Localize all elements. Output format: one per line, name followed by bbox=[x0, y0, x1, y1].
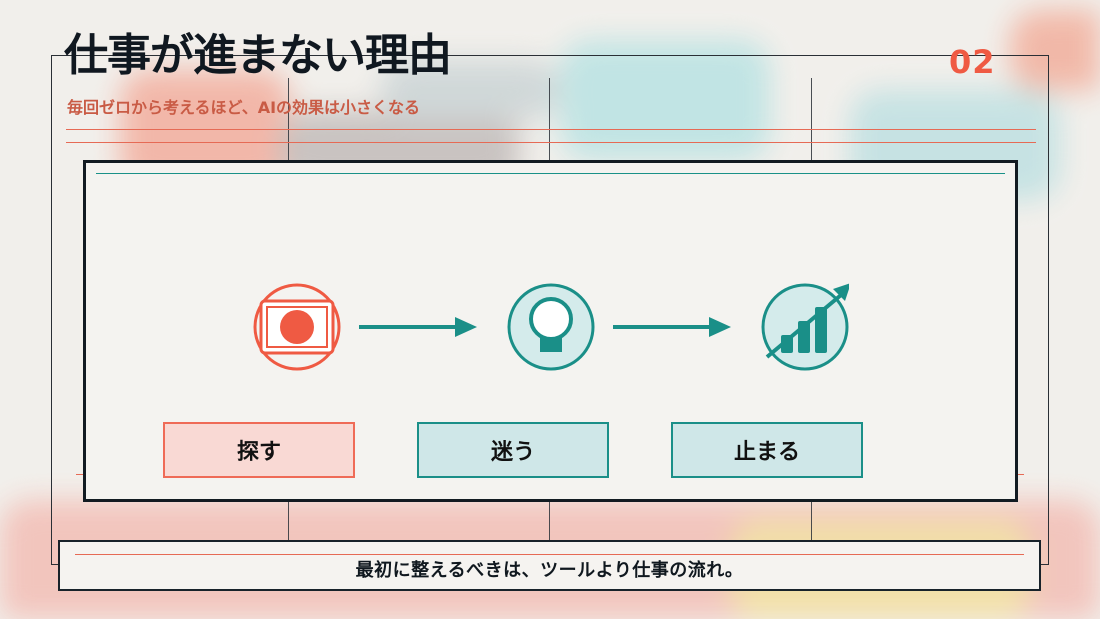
footer-message-box: 最初に整えるべきは、ツールより仕事の流れ。 bbox=[58, 540, 1041, 591]
lightbulb-icon bbox=[507, 283, 595, 371]
card-top-rule bbox=[96, 173, 1005, 174]
process-card: 探す 迷う 止まる bbox=[83, 160, 1018, 502]
flow-arrow-icon bbox=[359, 307, 479, 347]
background-blob bbox=[1010, 10, 1100, 90]
header-rule bbox=[66, 129, 1036, 130]
side-rule-right bbox=[1016, 474, 1024, 475]
step-label-hesitate: 迷う bbox=[417, 422, 609, 478]
page-number: 02 bbox=[949, 43, 996, 81]
page-title: 仕事が進まない理由 bbox=[64, 30, 452, 81]
footer-message: 最初に整えるべきは、ツールより仕事の流れ。 bbox=[355, 560, 744, 581]
flow-arrow-icon bbox=[613, 307, 733, 347]
page-subtitle: 毎回ゼロから考えるほど、AIの効果は小さくなる bbox=[67, 98, 421, 117]
step-label-stop: 止まる bbox=[671, 422, 863, 478]
step-label-search: 探す bbox=[163, 422, 355, 478]
side-rule-left bbox=[76, 474, 86, 475]
focus-target-icon bbox=[253, 283, 341, 371]
header-rule bbox=[66, 142, 1036, 143]
background-blob bbox=[560, 40, 770, 160]
footer-rule bbox=[75, 554, 1024, 555]
chart-growth-icon bbox=[761, 283, 849, 371]
background-blob bbox=[380, 60, 560, 120]
